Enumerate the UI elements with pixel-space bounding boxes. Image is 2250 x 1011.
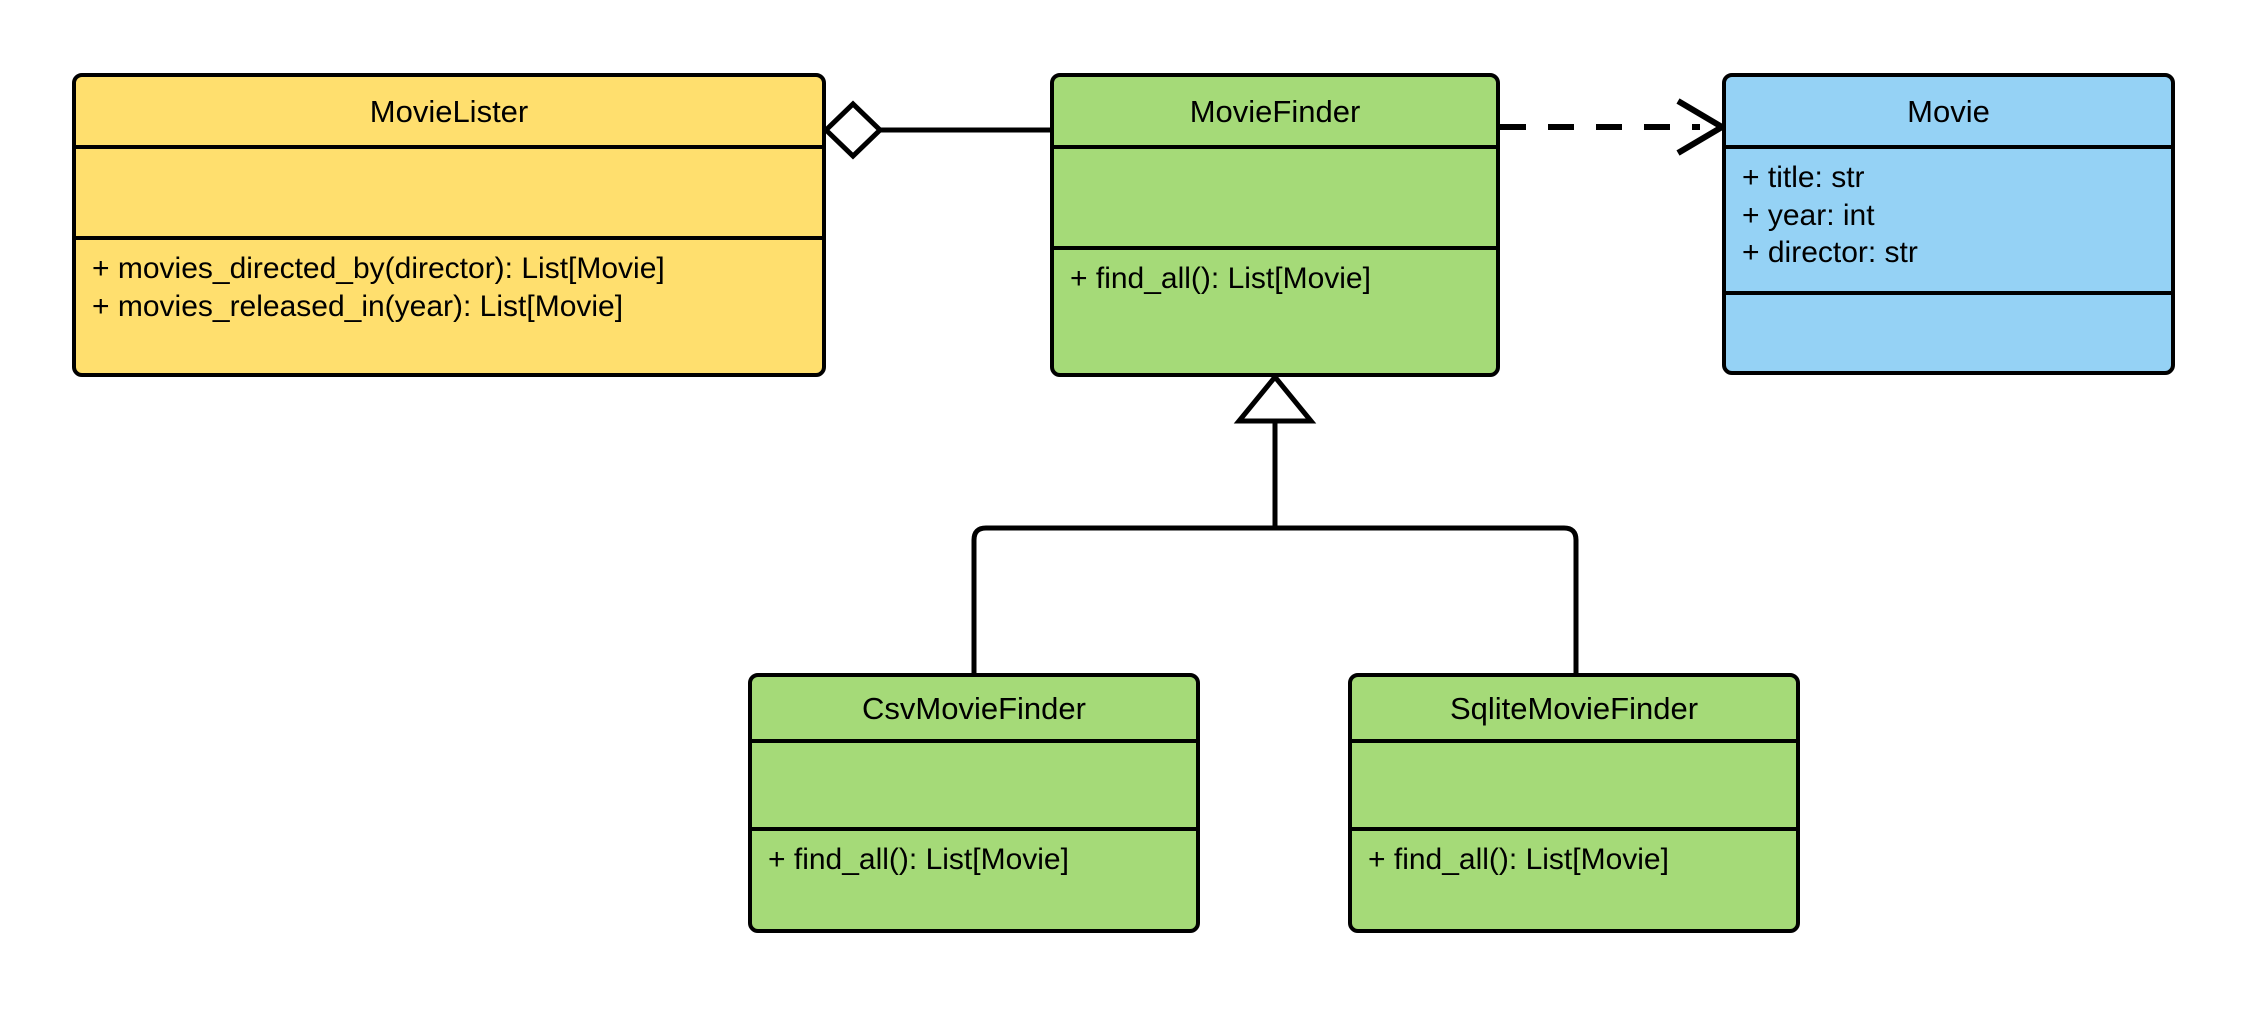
attributes-compartment-movielister: [76, 145, 822, 236]
uml-class-csvmoviefinder[interactable]: CsvMovieFinder + find_all(): List[Movie]: [748, 673, 1200, 933]
dependency-moviefinder-movie[interactable]: [1500, 98, 1728, 156]
class-name-movie: Movie: [1907, 93, 1990, 129]
operations-compartment-movielister: + movies_directed_by(director): List[Mov…: [76, 236, 822, 373]
class-name-sqlitemoviefinder: SqliteMovieFinder: [1449, 690, 1699, 726]
attributes-compartment-moviefinder: [1054, 145, 1496, 246]
attributes-compartment-movie: + title: str + year: int + director: str: [1726, 145, 2171, 291]
operations-compartment-sqlitemoviefinder: + find_all(): List[Movie]: [1352, 827, 1796, 929]
attributes-compartment-csvmoviefinder: [752, 739, 1196, 827]
class-name-moviefinder: MovieFinder: [1189, 93, 1361, 129]
operation-item: + find_all(): List[Movie]: [1070, 262, 1371, 295]
hollow-triangle-icon: [1233, 373, 1317, 424]
attribute-item: + director: str: [1742, 236, 1918, 269]
aggregation-movielister-moviefinder[interactable]: [822, 100, 1050, 160]
attribute-item: + year: int: [1742, 198, 1875, 232]
attributes-compartment-sqlitemoviefinder: [1352, 739, 1796, 827]
uml-class-movie[interactable]: Movie + title: str + year: int + directo…: [1722, 73, 2175, 375]
uml-class-moviefinder[interactable]: MovieFinder + find_all(): List[Movie]: [1050, 73, 1500, 377]
operations-compartment-movie: [1726, 291, 2171, 371]
generalization-tree[interactable]: [971, 373, 1579, 673]
operation-item: + movies_directed_by(director): List[Mov…: [92, 252, 665, 285]
operation-item: + find_all(): List[Movie]: [1368, 843, 1669, 876]
operations-compartment-csvmoviefinder: + find_all(): List[Movie]: [752, 827, 1196, 929]
generalization-bus: [971, 525, 1579, 673]
uml-class-movielister[interactable]: MovieLister + movies_directed_by(directo…: [72, 73, 826, 377]
uml-class-sqlitemoviefinder[interactable]: SqliteMovieFinder + find_all(): List[Mov…: [1348, 673, 1800, 933]
attribute-item: + title: str: [1742, 161, 1865, 194]
class-name-csvmoviefinder: CsvMovieFinder: [862, 690, 1086, 726]
open-diamond-icon: [822, 100, 884, 160]
class-name-movielister: MovieLister: [369, 93, 529, 129]
operations-compartment-moviefinder: + find_all(): List[Movie]: [1054, 246, 1496, 373]
operation-item: + find_all(): List[Movie]: [768, 843, 1069, 876]
operation-item: + movies_released_in(year): List[Movie]: [92, 289, 624, 323]
